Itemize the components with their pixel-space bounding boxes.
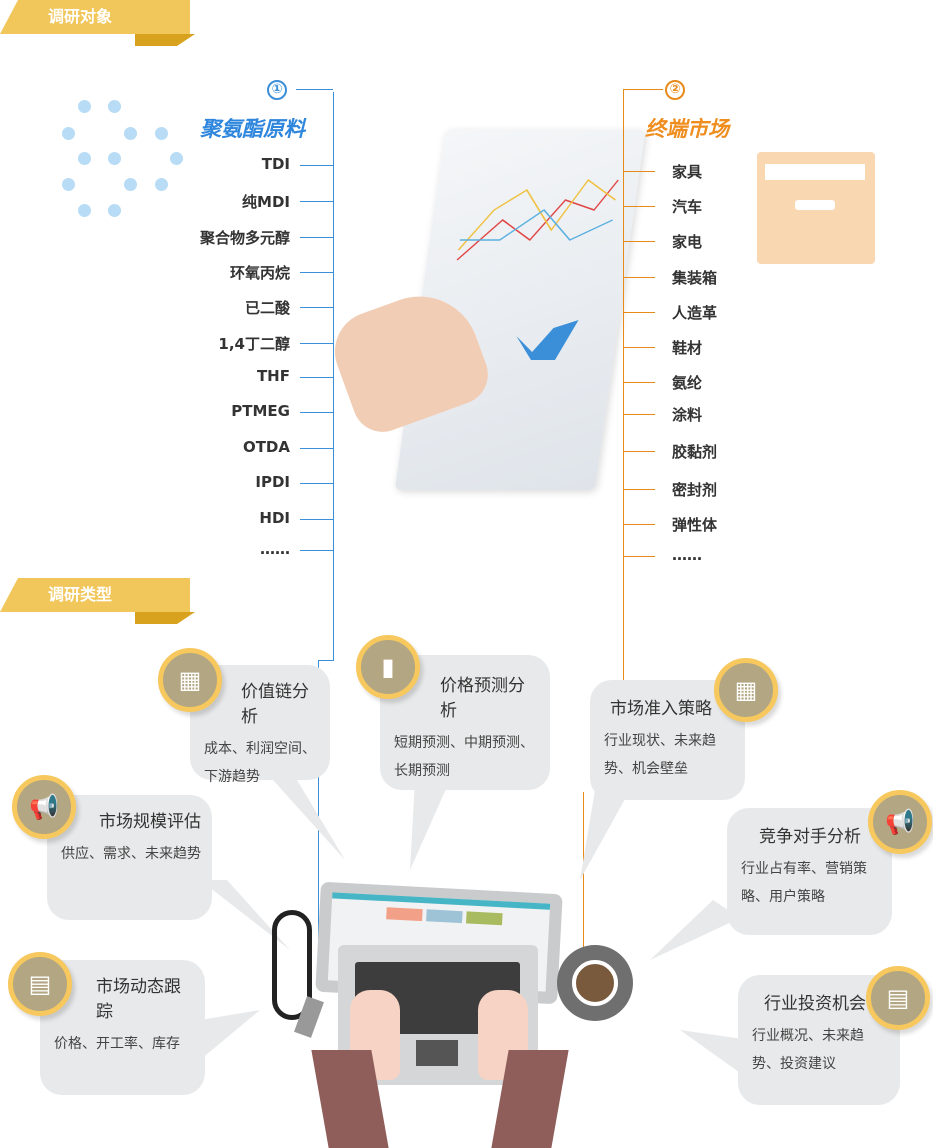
monitor-icon: ▦ [158, 648, 222, 712]
section-banner-subjects: 调研对象 [0, 0, 190, 34]
box-icon [757, 152, 875, 264]
megaphone-icon: 📢 [868, 790, 932, 854]
raw-material-item: IPDI [255, 473, 290, 491]
raw-materials-title: 聚氨酯原料 [200, 117, 305, 141]
connector-tick [300, 412, 333, 413]
orange-connector [623, 90, 624, 680]
raw-material-item: 环氧丙烷 [229, 264, 290, 282]
connector-tick [623, 451, 655, 452]
end-market-item: 家具 [672, 163, 703, 181]
connector-tick [623, 524, 655, 525]
end-market-item: 鞋材 [672, 339, 703, 357]
megaphone-icon: 📢 [12, 775, 76, 839]
monitor-icon: ▦ [714, 658, 778, 722]
raw-material-item: PTMEG [231, 402, 290, 420]
end-market-item: 弹性体 [672, 516, 718, 534]
connector-tick [623, 241, 655, 242]
end-market-item: 胶黏剂 [672, 443, 718, 461]
connector-tick [623, 347, 655, 348]
connector-tick [300, 165, 333, 166]
end-market-item: 汽车 [672, 198, 703, 216]
research-type-title: 市场动态跟踪 [96, 977, 181, 1022]
end-market-item: …… [672, 546, 702, 564]
research-type-desc: 行业占有率、营销策略、用户策略 [741, 861, 867, 905]
research-type-desc: 短期预测、中期预测、长期预测 [394, 735, 534, 779]
raw-material-item: 已二酸 [244, 299, 290, 317]
section-number: ① [267, 80, 287, 100]
raw-material-item: …… [260, 540, 290, 558]
end-market-item: 人造革 [672, 304, 718, 322]
raw-material-item: 纯MDI [242, 193, 290, 211]
end-market-item: 家电 [672, 233, 703, 251]
connector-line [296, 89, 333, 90]
connector-tick [300, 237, 333, 238]
raw-material-item: TDI [261, 155, 290, 173]
connector-tick [623, 206, 655, 207]
banner-fold [135, 612, 195, 624]
connector-tick [623, 414, 655, 415]
section-banner-types: 调研类型 [0, 578, 190, 612]
research-type-card: 竞争对手分析 行业占有率、营销策略、用户策略 [727, 808, 892, 935]
connector-tick [623, 277, 655, 278]
connector-tick [300, 307, 333, 308]
raw-material-item: 聚合物多元醇 [199, 229, 290, 247]
glasses-icon [272, 910, 312, 1020]
research-type-title: 竞争对手分析 [759, 827, 861, 847]
connector-tick [300, 483, 333, 484]
research-type-title: 行业投资机会 [764, 994, 866, 1014]
research-type-title: 市场规模评估 [99, 812, 201, 832]
document-icon: ▤ [866, 966, 930, 1030]
connector-tick [623, 171, 655, 172]
end-market-item: 氨纶 [672, 374, 703, 392]
raw-material-item: OTDA [242, 438, 290, 456]
connector-tick [300, 550, 333, 551]
blue-connector [333, 92, 334, 660]
connector-tick [300, 201, 333, 202]
end-markets-title: 终端市场 [645, 117, 729, 141]
research-type-desc: 行业概况、未来趋势、投资建议 [752, 1028, 864, 1072]
document-icon: ▤ [8, 952, 72, 1016]
coffee-cup-icon [557, 945, 633, 1021]
research-type-desc: 成本、利润空间、下游趋势 [204, 741, 316, 785]
research-type-title: 价值链分析 [241, 682, 309, 727]
research-type-desc: 价格、开工率、库存 [54, 1036, 180, 1052]
connector-tick [300, 343, 333, 344]
research-type-card: 市场准入策略 行业现状、未来趋势、机会壁垒 [590, 680, 745, 800]
raw-material-item: HDI [259, 509, 290, 527]
raw-material-item: THF [256, 367, 290, 385]
connector-tick [300, 377, 333, 378]
research-type-title: 市场准入策略 [610, 699, 712, 719]
research-type-desc: 行业现状、未来趋势、机会壁垒 [604, 733, 716, 777]
connector-tick [623, 382, 655, 383]
connector-tick [300, 272, 333, 273]
connector-tick [623, 489, 655, 490]
raw-material-item: 1,4丁二醇 [218, 335, 290, 353]
end-market-item: 涂料 [672, 406, 703, 424]
connector-tick [623, 556, 655, 557]
end-market-item: 集装箱 [672, 269, 718, 287]
bar-chart-icon: ▮ [356, 635, 420, 699]
connector-tick [300, 519, 333, 520]
research-type-desc: 供应、需求、未来趋势 [61, 846, 201, 862]
banner-fold [135, 34, 195, 46]
end-market-item: 密封剂 [672, 481, 718, 499]
tablet-chart-illustration [394, 130, 646, 490]
connector-tick [623, 312, 655, 313]
section-number: ② [665, 80, 685, 100]
connector-tick [300, 448, 333, 449]
research-type-title: 价格预测分析 [440, 676, 525, 721]
